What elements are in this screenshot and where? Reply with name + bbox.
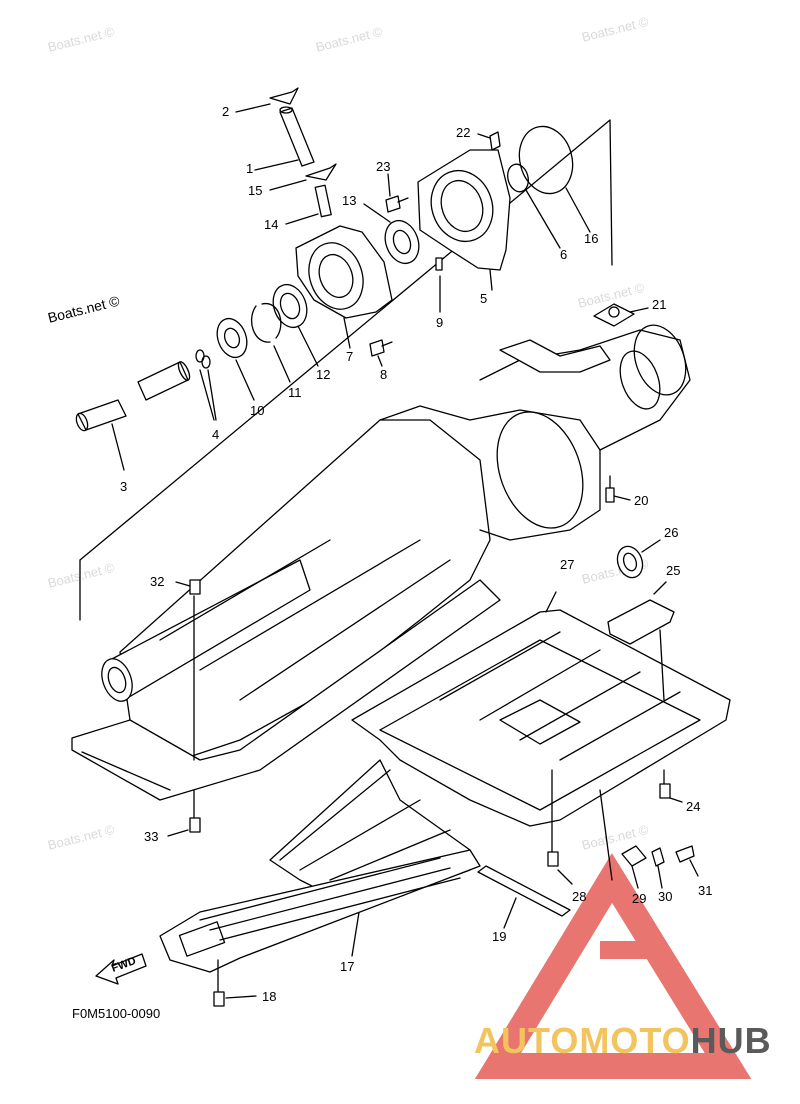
brand-part2: HUB: [690, 1020, 772, 1061]
callout-23: 23: [376, 159, 391, 174]
callout-22: 22: [456, 125, 471, 140]
part-sleeve: [137, 361, 191, 401]
part-bolt-32: [175, 579, 201, 761]
part-bolt-20: [605, 475, 631, 503]
part-bolt-33: [167, 789, 201, 837]
callout-26: 26: [664, 525, 679, 540]
part-circlip-11: [251, 303, 291, 383]
callout-17: 17: [340, 959, 355, 974]
callout-29: 29: [632, 891, 647, 906]
part-nipple: [285, 184, 332, 225]
part-oring-16: [518, 125, 591, 233]
callout-18: 18: [262, 989, 277, 1004]
group-frame: [79, 119, 613, 561]
callout-5: 5: [480, 291, 488, 306]
part-bolt-28: [547, 769, 573, 885]
part-bearing-13: [363, 203, 420, 265]
diagram-code: F0M5100-0090: [72, 1006, 161, 1021]
callout-8: 8: [380, 367, 388, 382]
callout-9: 9: [436, 315, 444, 330]
jet-pump-assembly: [71, 324, 691, 801]
callout-10: 10: [250, 403, 265, 418]
callout-11: 11: [288, 385, 302, 400]
callout-33: 33: [144, 829, 159, 844]
part-seal-12: [272, 283, 319, 367]
callout-2: 2: [222, 104, 230, 119]
callout-31: 31: [698, 883, 713, 898]
part-pipe: [254, 106, 315, 171]
part-clip: [235, 87, 299, 113]
callout-19: 19: [492, 929, 507, 944]
part-plate-27: [351, 591, 731, 881]
brand-logo: AUTOMOTOHUB: [474, 1020, 772, 1062]
callout-4: 4: [212, 427, 220, 442]
part-bolt-18: [213, 959, 257, 1007]
callout-24: 24: [686, 799, 701, 814]
fwd-arrow: [95, 953, 147, 985]
part-bolt-23: [385, 173, 409, 213]
part-housing-5: [417, 149, 511, 291]
part-oring-6: [507, 163, 561, 249]
part-bolt-24: [659, 769, 683, 803]
part-clip-30: [651, 847, 665, 889]
part-bracket-25: [607, 581, 675, 701]
callout-1: 1: [246, 161, 254, 176]
callout-27: 27: [560, 557, 575, 572]
callout-30: 30: [658, 889, 673, 904]
part-ride-plate: [159, 849, 481, 973]
brand-triangle: [474, 853, 752, 1079]
part-dowel-9: [435, 257, 443, 313]
callout-28: 28: [572, 889, 587, 904]
part-clip-29: [621, 845, 647, 889]
part-shaft-3: [75, 399, 127, 471]
callout-12: 12: [316, 367, 331, 382]
part-tab-22: [477, 131, 501, 151]
callout-14: 14: [264, 217, 279, 232]
part-seal-10: [216, 317, 255, 401]
callout-25: 25: [666, 563, 681, 578]
callout-7: 7: [346, 349, 354, 364]
callout-16: 16: [584, 231, 599, 246]
part-fitting-21: [593, 303, 649, 327]
part-orings-4: [195, 349, 217, 421]
callout-3: 3: [120, 479, 128, 494]
brand-part1: AUTOMOTO: [474, 1020, 691, 1061]
part-bolt-8: [369, 339, 393, 367]
callout-15: 15: [248, 183, 263, 198]
callout-32: 32: [150, 574, 165, 589]
part-clip-15: [269, 163, 337, 191]
callout-6: 6: [560, 247, 568, 262]
part-bearing-housing-7: [295, 225, 393, 349]
callout-20: 20: [634, 493, 649, 508]
callout-21: 21: [652, 297, 667, 312]
part-strip-19: [477, 865, 571, 929]
part-bolt-31: [675, 845, 699, 877]
part-grommet-26: [616, 539, 661, 579]
callout-13: 13: [342, 193, 357, 208]
